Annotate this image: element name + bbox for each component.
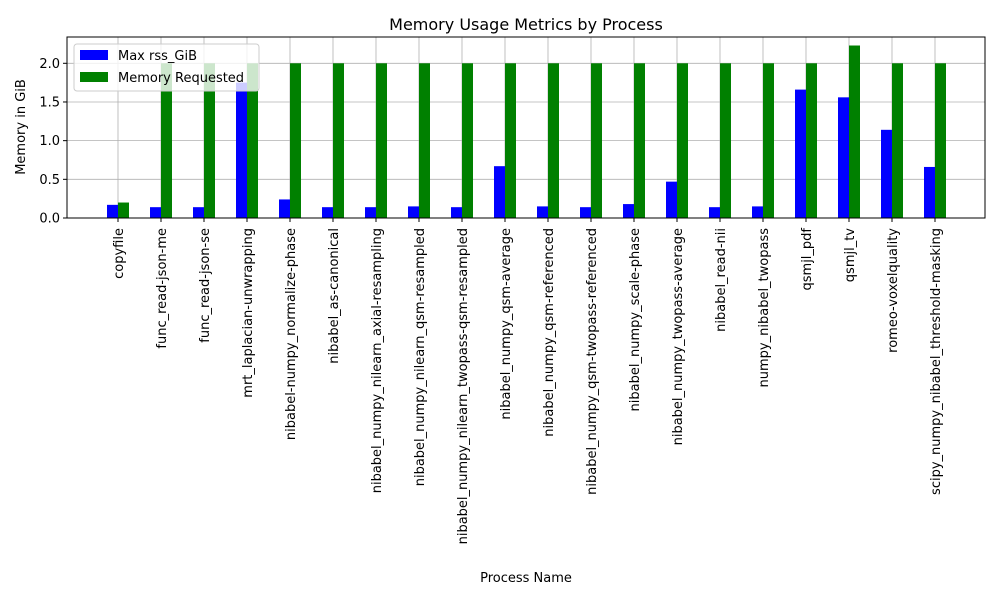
bar-memory-requested [505, 63, 516, 218]
x-axis-label: Process Name [480, 571, 572, 586]
bar-max-rss [236, 82, 247, 218]
y-tick-label: 1.5 [39, 95, 60, 110]
x-tick-label: func_read-json-se [198, 228, 213, 343]
bar-memory-requested [290, 63, 301, 218]
bar-memory-requested [333, 63, 344, 218]
y-tick-label: 1.0 [39, 134, 60, 149]
bar-max-rss [365, 207, 376, 218]
bar-max-rss [193, 207, 204, 218]
bar-memory-requested [118, 202, 129, 218]
x-tick-label: romeo-voxelquality [886, 228, 901, 353]
bar-max-rss [881, 129, 892, 218]
x-tick-label: qsmjl_pdf [800, 228, 815, 291]
bar-memory-requested [935, 63, 946, 218]
legend-swatch-memory-requested [80, 72, 108, 82]
x-tick-label: nibabel_numpy_nilearn_twopass-qsm-resamp… [456, 228, 471, 544]
bars [107, 45, 946, 219]
legend-swatch-max-rss [80, 50, 108, 60]
bar-max-rss [408, 206, 419, 218]
x-tick-label: numpy_nibabel_twopass [757, 228, 772, 388]
bar-memory-requested [677, 63, 688, 218]
bar-max-rss [150, 207, 161, 218]
chart-title: Memory Usage Metrics by Process [389, 15, 663, 34]
bar-memory-requested [763, 63, 774, 218]
bar-memory-requested [161, 63, 172, 218]
plot-frame [66, 36, 986, 219]
bar-max-rss [666, 181, 677, 218]
bar-memory-requested [462, 63, 473, 218]
y-tick-label: 0.0 [39, 212, 60, 227]
bar-max-rss [580, 207, 591, 218]
bar-memory-requested [720, 63, 731, 218]
bar-memory-requested [806, 63, 817, 218]
x-tick-label: qsmjl_tv [843, 228, 858, 283]
legend-label-memory-requested: Memory Requested [118, 71, 244, 86]
x-tick-label: nibabel_as-canonical [327, 228, 342, 364]
bar-max-rss [924, 166, 935, 218]
bar-max-rss [623, 204, 634, 218]
x-tick-label: nibabel_read-nii [714, 228, 729, 332]
bar-max-rss [838, 97, 849, 218]
y-axis-label: Memory in GiB [14, 79, 29, 175]
x-tick-label: nibabel_numpy_qsm-average [499, 228, 514, 420]
bar-max-rss [279, 199, 290, 218]
bar-memory-requested [634, 63, 645, 218]
bar-max-rss [537, 206, 548, 218]
legend: Max rss_GiB Memory Requested [73, 43, 260, 92]
bar-max-rss [494, 166, 505, 218]
bar-memory-requested [548, 63, 559, 218]
bar-memory-requested [376, 63, 387, 218]
bar-memory-requested [892, 63, 903, 218]
bar-memory-requested [591, 63, 602, 218]
bar-memory-requested [204, 63, 215, 218]
bar-max-rss [709, 207, 720, 218]
y-axis-ticks: 0.0 0.5 1.0 1.5 2.0 [39, 57, 67, 227]
legend-label-max-rss: Max rss_GiB [118, 49, 197, 64]
x-tick-label: func_read-json-me [155, 228, 170, 349]
legend-box [73, 43, 260, 92]
bar-max-rss [752, 206, 763, 218]
bar-max-rss [451, 207, 462, 218]
x-tick-label: scipy_numpy_nibabel_threshold-masking [929, 228, 944, 495]
bar-memory-requested [849, 45, 860, 219]
x-tick-label: nibabel-numpy_normalize-phase [284, 228, 299, 440]
x-tick-label: nibabel_numpy_nilearn_axial-resampling [370, 228, 385, 493]
y-tick-label: 2.0 [39, 57, 60, 72]
x-tick-label: nibabel_numpy_qsm-twopass-referenced [585, 228, 600, 495]
x-tick-label: copyfile [112, 228, 127, 279]
x-tick-label: nibabel_numpy_twopass-average [671, 228, 686, 445]
y-tick-label: 0.5 [39, 173, 60, 188]
x-tick-label: nibabel_numpy_nilearn_qsm-resampled [413, 228, 428, 486]
bar-max-rss [322, 207, 333, 218]
bar-memory-requested [419, 63, 430, 218]
x-tick-label: nibabel_numpy_scale-phase [628, 228, 643, 411]
bar-memory-requested [247, 63, 258, 218]
x-tick-label: mrt_laplacian-unwrapping [241, 228, 256, 398]
bar-max-rss [795, 89, 806, 218]
x-tick-label: nibabel_numpy_qsm-referenced [542, 228, 557, 437]
bar-max-rss [107, 204, 118, 218]
x-axis-ticks: copyfile func_read-json-me func_read-json-… [112, 218, 944, 544]
